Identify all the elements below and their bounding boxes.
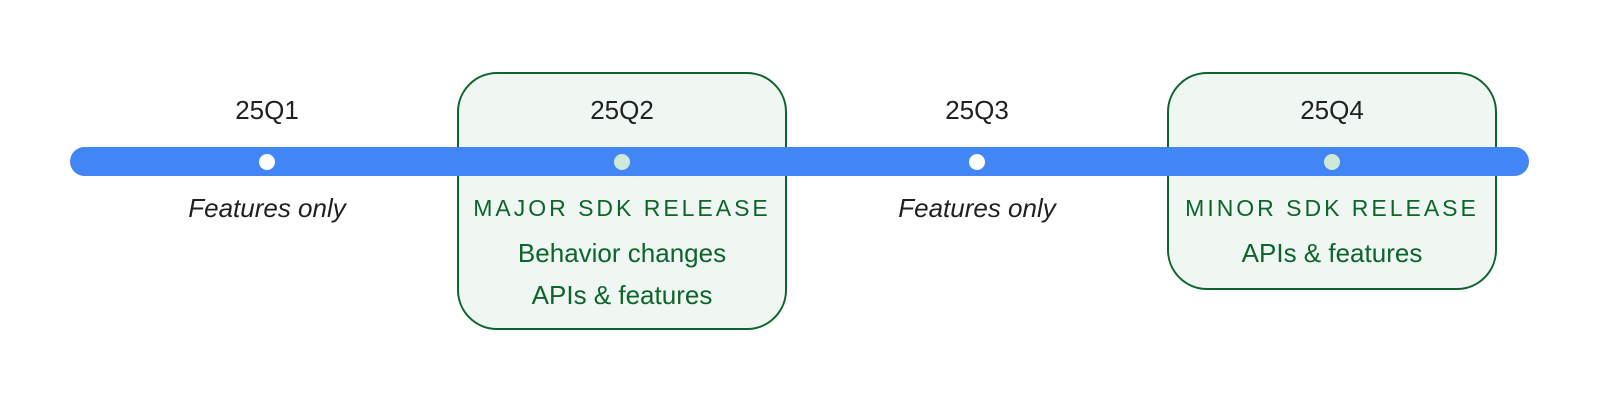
quarter-label-25q3: 25Q3: [945, 95, 1009, 125]
quarter-label-25q4: 25Q4: [1300, 95, 1364, 125]
sdk-release-card-25q2: [457, 72, 787, 330]
timeline-bar: [70, 147, 1529, 176]
release-heading-25q4: MINOR SDK RELEASE: [1185, 195, 1479, 221]
milestone-dot-25q2: [614, 154, 630, 170]
quarter-label-25q2: 25Q2: [590, 95, 654, 125]
release-item-apis-features-25q4: APIs & features: [1241, 238, 1423, 268]
release-item-behavior-changes: Behavior changes: [517, 238, 727, 268]
milestone-note-25q3: Features only: [898, 193, 1056, 223]
release-heading-25q2: MAJOR SDK RELEASE: [473, 195, 771, 221]
milestone-note-25q1: Features only: [188, 193, 346, 223]
release-item-apis-features-25q2: APIs & features: [531, 280, 713, 310]
milestone-dot-25q4: [1324, 154, 1340, 170]
sdk-release-card-25q4: [1167, 72, 1497, 290]
milestone-dot-25q1: [259, 154, 275, 170]
milestone-dot-25q3: [969, 154, 985, 170]
quarter-label-25q1: 25Q1: [235, 95, 299, 125]
